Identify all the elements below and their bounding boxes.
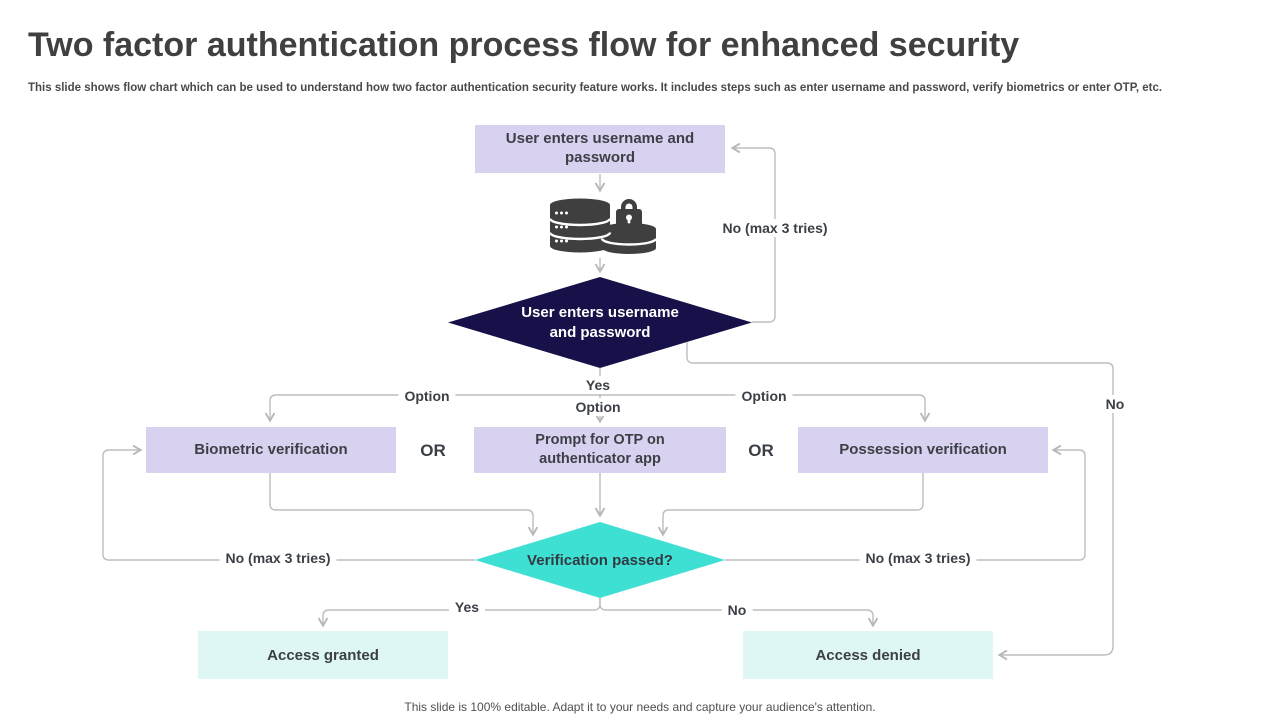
edge-label-no-right: No — [1099, 395, 1131, 413]
connector-decision1-no-to-denied — [686, 342, 1114, 661]
edge-label-retry-top: No (max 3 tries) — [716, 219, 834, 237]
connector-biometric-to-decision2 — [269, 473, 539, 537]
edge-label-or-left: OR — [416, 440, 450, 462]
database-lock-icon — [544, 196, 658, 258]
flow-node-possession-label: Possession verification — [839, 440, 1007, 458]
page-title: Two factor authentication process flow f… — [28, 26, 1020, 64]
flow-node-biometric-label: Biometric verification — [194, 440, 348, 458]
flow-node-possession: Possession verification — [798, 427, 1048, 473]
edge-label-yes-2: Yes — [448, 598, 486, 616]
edge-label-retry-left: No (max 3 tries) — [219, 549, 337, 567]
flow-node-biometric: Biometric verification — [146, 427, 396, 473]
edge-label-option-left: Option — [398, 387, 456, 405]
connector-retry-left-loop — [102, 444, 475, 561]
flow-node-start: User enters username and password — [475, 125, 725, 173]
connector-possession-to-decision2 — [657, 473, 924, 537]
flow-node-access-granted: Access granted — [198, 631, 448, 679]
edge-label-retry-right: No (max 3 tries) — [859, 549, 977, 567]
edge-label-option-right: Option — [735, 387, 793, 405]
connector-option-left — [264, 394, 600, 423]
editable-note: This slide is 100% editable. Adapt it to… — [404, 700, 876, 714]
flow-node-otp: Prompt for OTP on authenticator app — [474, 427, 726, 473]
flow-node-access-denied: Access denied — [743, 631, 993, 679]
edge-label-yes-1: Yes — [579, 376, 617, 394]
flow-decision-credentials-label: User enters username and password — [521, 304, 679, 341]
slide-subtitle: This slide shows flow chart which can be… — [28, 82, 1163, 94]
flow-node-start-label: User enters username and password — [505, 130, 695, 166]
edge-label-or-right: OR — [744, 440, 778, 462]
flow-node-otp-label: Prompt for OTP on authenticator app — [535, 432, 665, 467]
connector-retry-right-loop — [725, 444, 1086, 561]
edge-label-option-center: Option — [569, 398, 627, 416]
connector-option-right — [600, 394, 931, 423]
flow-node-access-denied-label: Access denied — [815, 646, 921, 664]
edge-label-no-2: No — [721, 601, 753, 619]
flow-decision-verification-label: Verification passed? — [527, 551, 673, 569]
flow-node-access-granted-label: Access granted — [267, 646, 379, 664]
